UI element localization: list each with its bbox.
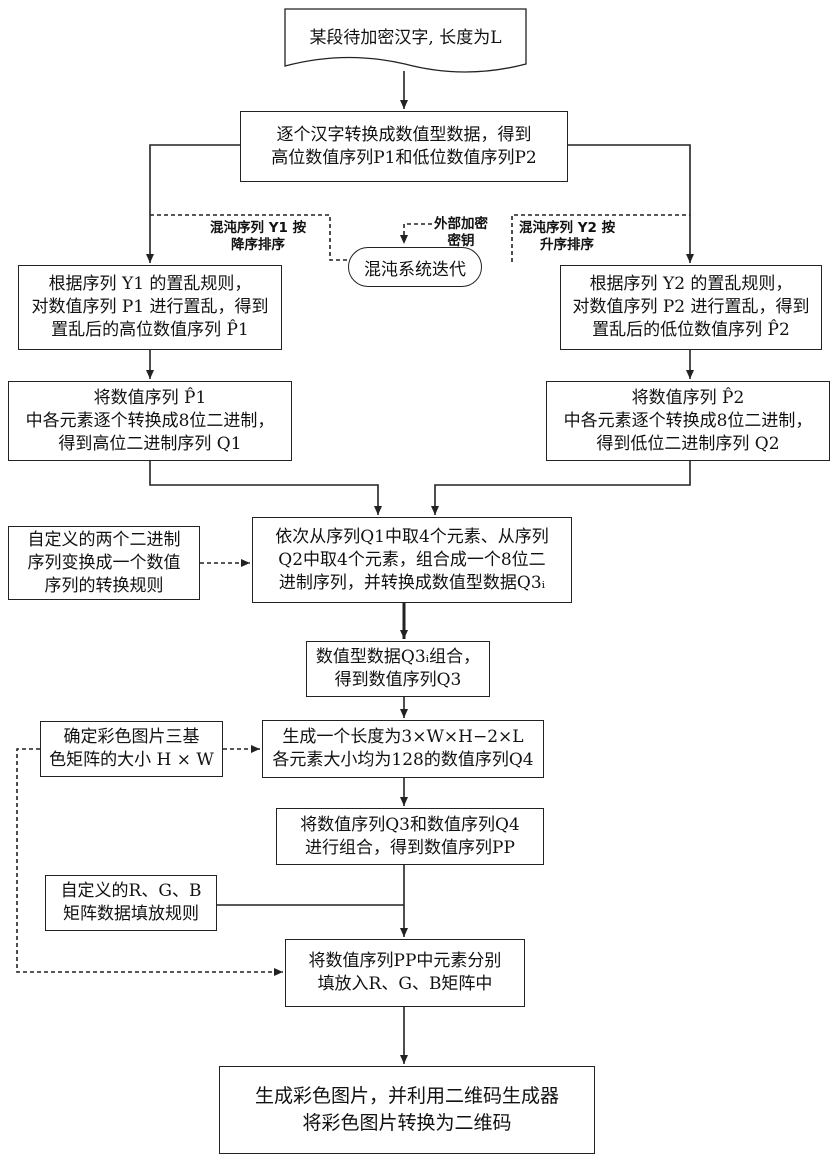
combine-pp-node: 将数值序列Q3和数值序列Q4 进行组合，得到数值序列PP	[276, 808, 544, 865]
scramble-p1-line-2: 对数值序列 P1 进行置乱，得到	[31, 296, 268, 319]
label-y2-line-1: 混沌序列 Y2 按	[519, 220, 615, 237]
chaos-text: 混沌系统迭代	[364, 255, 466, 280]
rule-convert-line-2: 序列变换成一个数值	[28, 552, 181, 575]
fill-rgb-line-1: 将数值序列PP中元素分别	[309, 950, 502, 973]
binary-q1-line-2: 中各元素逐个转换成8位二进制，	[26, 410, 275, 433]
label-chaos-y2: 混沌序列 Y2 按 升序排序	[519, 220, 615, 254]
label-chaos-y1: 混沌序列 Y1 按 降序排序	[210, 220, 306, 254]
start-text: 某段待加密汉字, 长度为L	[309, 27, 501, 50]
gen-q4-line-2: 各元素大小均为128的数值序列Q4	[272, 749, 533, 772]
convert-line-1: 逐个汉字转换成数值型数据，得到	[277, 124, 532, 147]
size-hw-line-2: 色矩阵的大小 H × W	[49, 749, 214, 772]
label-y2-line-2: 升序排序	[519, 237, 615, 254]
combine-q3i-line-2: Q2中取4个元素，组合成一个8位二	[278, 549, 545, 572]
binary-q1-line-3: 得到高位二进制序列 Q1	[58, 433, 241, 456]
rule-fill-node: 自定义的R、G、B 矩阵数据填放规则	[45, 875, 217, 931]
arrow-q1-to-combine	[150, 461, 378, 515]
combine-pp-line-2: 进行组合，得到数值序列PP	[305, 837, 515, 860]
combine-pp-line-1: 将数值序列Q3和数值序列Q4	[300, 814, 520, 837]
gen-q4-node: 生成一个长度为3×W×H−2×L 各元素大小均为128的数值序列Q4	[262, 720, 544, 778]
rule-fill-line-1: 自定义的R、G、B	[61, 880, 202, 903]
label-external-key: 外部加密 密钥	[434, 216, 488, 250]
fill-rgb-node: 将数值序列PP中元素分别 填放入R、G、B矩阵中	[285, 939, 525, 1007]
combine-q3i-line-1: 依次从序列Q1中取4个元素、从序列	[275, 526, 549, 549]
convert-node: 逐个汉字转换成数值型数据，得到 高位数值序列P1和低位数值序列P2	[240, 111, 568, 182]
fill-rgb-line-2: 填放入R、G、B矩阵中	[318, 973, 493, 996]
scramble-p1-node: 根据序列 Y1 的置乱规则， 对数值序列 P1 进行置乱，得到 置乱后的高位数值…	[18, 265, 282, 350]
dashed-size-to-fill	[17, 749, 283, 972]
combine-q3-line-1: 数值型数据Q3ᵢ组合，	[316, 646, 480, 669]
arrow-q2-to-combine	[435, 461, 690, 515]
scramble-p1-line-1: 根据序列 Y1 的置乱规则，	[49, 273, 252, 296]
combine-q3i-line-3: 进制序列，并转换成数值型数据Q3ᵢ	[279, 572, 545, 595]
label-y1-line-1: 混沌序列 Y1 按	[210, 220, 306, 237]
label-y1-line-2: 降序排序	[210, 237, 306, 254]
label-key-line-1: 外部加密	[434, 216, 488, 233]
binary-q2-line-2: 中各元素逐个转换成8位二进制，	[564, 410, 813, 433]
scramble-p2-line-1: 根据序列 Y2 的置乱规则，	[590, 273, 793, 296]
size-hw-line-1: 确定彩色图片三基	[64, 726, 200, 749]
scramble-p2-line-2: 对数值序列 P2 进行置乱，得到	[572, 296, 809, 319]
size-hw-node: 确定彩色图片三基 色矩阵的大小 H × W	[40, 721, 223, 777]
output-node: 生成彩色图片，并利用二维码生成器 将彩色图片转换为二维码	[219, 1066, 595, 1154]
rule-convert-line-3: 序列的转换规则	[45, 575, 164, 598]
chaos-system-node: 混沌系统迭代	[348, 247, 482, 287]
scramble-p2-node: 根据序列 Y2 的置乱规则， 对数值序列 P2 进行置乱，得到 置乱后的低位数值…	[560, 265, 822, 350]
start-node: 某段待加密汉字, 长度为L	[285, 14, 526, 62]
combine-q3-line-2: 得到数值序列Q3	[335, 669, 462, 692]
convert-line-2: 高位数值序列P1和低位数值序列P2	[271, 147, 537, 170]
gen-q4-line-1: 生成一个长度为3×W×H−2×L	[282, 726, 523, 749]
scramble-p2-line-3: 置乱后的低位数值序列 P̂2	[592, 319, 790, 342]
binary-q1-line-1: 将数值序列 P̂1	[94, 387, 207, 410]
rule-fill-line-2: 矩阵数据填放规则	[63, 903, 199, 926]
binary-q2-line-1: 将数值序列 P̂2	[632, 387, 745, 410]
scramble-p1-line-3: 置乱后的高位数值序列 P̂1	[51, 319, 249, 342]
rule-convert-node: 自定义的两个二进制 序列变换成一个数值 序列的转换规则	[8, 526, 200, 600]
rule-convert-line-1: 自定义的两个二进制	[28, 529, 181, 552]
binary-q1-node: 将数值序列 P̂1 中各元素逐个转换成8位二进制， 得到高位二进制序列 Q1	[8, 381, 292, 461]
output-line-1: 生成彩色图片，并利用二维码生成器	[255, 1083, 559, 1110]
dashed-key-to-chaos	[404, 224, 432, 244]
output-line-2: 将彩色图片转换为二维码	[302, 1110, 511, 1137]
binary-q2-line-3: 得到低位二进制序列 Q2	[596, 433, 779, 456]
combine-q3i-node: 依次从序列Q1中取4个元素、从序列 Q2中取4个元素，组合成一个8位二 进制序列…	[252, 517, 572, 603]
combine-q3-node: 数值型数据Q3ᵢ组合， 得到数值序列Q3	[306, 641, 490, 697]
binary-q2-node: 将数值序列 P̂2 中各元素逐个转换成8位二进制， 得到低位二进制序列 Q2	[546, 381, 830, 461]
